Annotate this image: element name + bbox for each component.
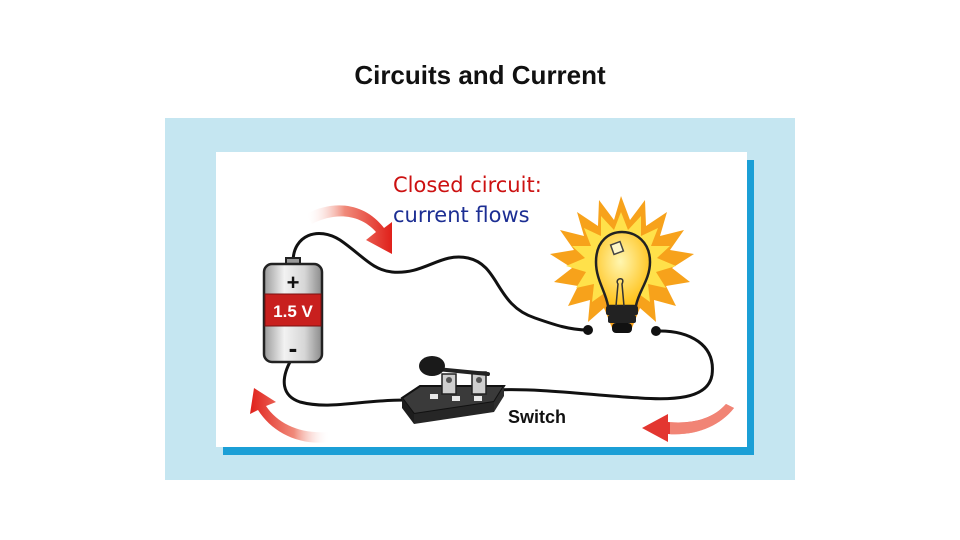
battery-voltage-label: 1.5 V <box>273 302 313 321</box>
caption-current-flows: current flows <box>393 203 530 227</box>
caption-closed-circuit: Closed circuit: <box>393 173 542 197</box>
circuit-wires <box>282 231 714 407</box>
battery-positive-symbol: + <box>287 270 300 295</box>
light-bulb-icon <box>550 196 694 336</box>
battery-icon <box>262 257 324 364</box>
switch-label: Switch <box>508 407 566 427</box>
battery-negative-symbol: - <box>289 333 298 363</box>
current-arrow-left <box>250 388 330 443</box>
current-arrow-right <box>642 404 734 442</box>
page-title: Circuits and Current <box>354 60 606 90</box>
switch-icon[interactable] <box>400 356 506 424</box>
current-arrow-top <box>306 205 392 254</box>
